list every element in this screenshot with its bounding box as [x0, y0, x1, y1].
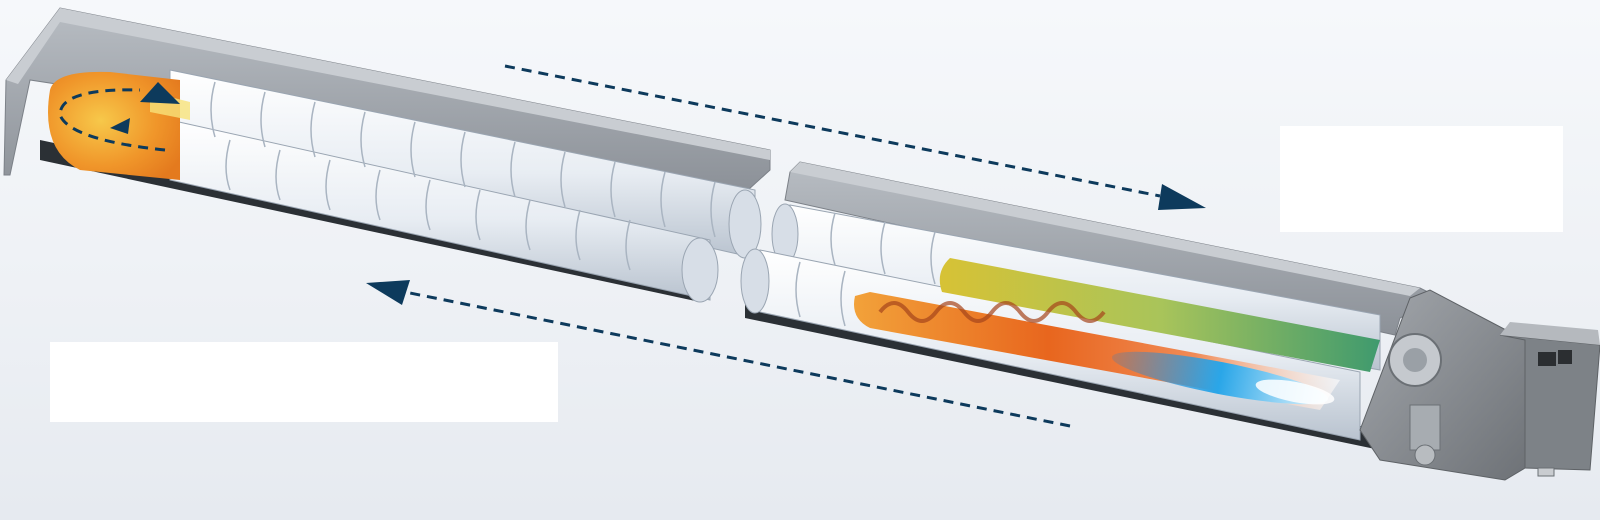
burner-flame: [1111, 351, 1335, 405]
tube-rings-left: [210, 81, 716, 271]
label-box-right: [1280, 126, 1563, 232]
flow-arrow-return: [366, 280, 1071, 428]
turbulator-spiral: [878, 301, 1106, 323]
label-box-left: [50, 342, 558, 422]
arrow-left-up-icon: [366, 280, 410, 305]
exhaust-gas-section: [939, 258, 1380, 372]
arrow-right-down-icon: [1158, 184, 1206, 210]
gas-valve-icon: [1409, 404, 1441, 451]
flow-arrow-forward: [504, 64, 1206, 210]
burner-housing: [1359, 289, 1600, 481]
control-switch-icon: [1538, 352, 1556, 366]
return-flow-arrow-icon: [140, 82, 180, 104]
tube-rings-right: [795, 212, 936, 327]
return-bend-hot-zone: [48, 71, 190, 180]
